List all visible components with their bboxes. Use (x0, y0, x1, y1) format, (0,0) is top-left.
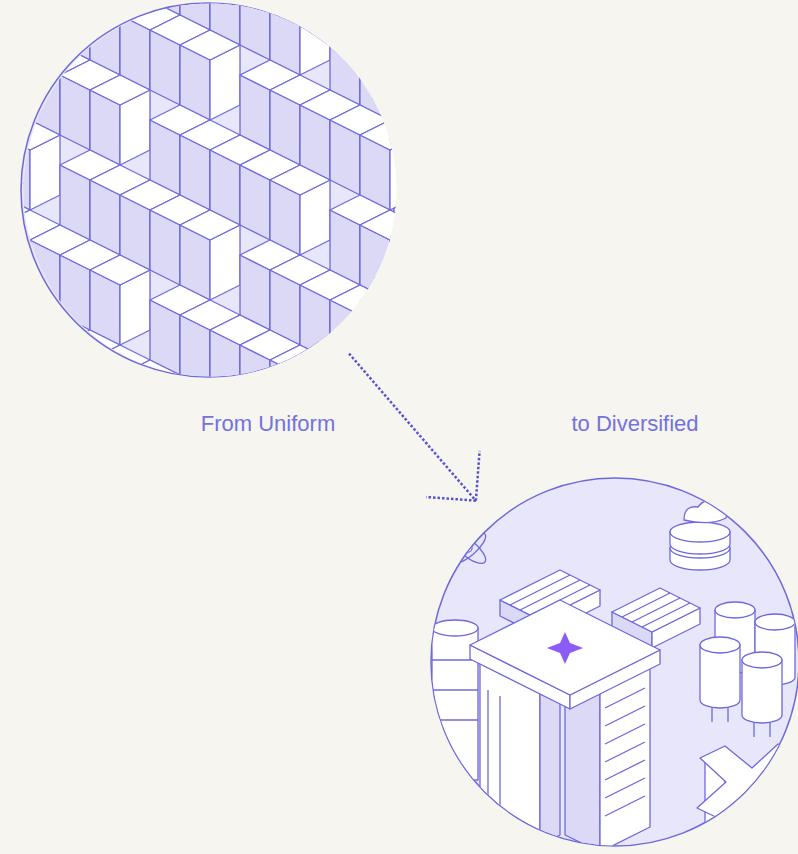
server-rack (330, 195, 510, 345)
arrow-shaft (349, 354, 476, 501)
server-rack (60, 150, 240, 300)
circle-shape (21, 3, 395, 377)
server-rack (0, 60, 60, 210)
illustration-circle: From Uniform (20, 2, 396, 378)
server-rack (0, 15, 150, 165)
server-rack (150, 0, 330, 75)
diversified-buildings (432, 501, 798, 852)
server-rack (60, 0, 240, 120)
small-rack (500, 570, 600, 636)
circle-caption: From Uniform (148, 410, 388, 438)
cylinder-building (432, 620, 478, 780)
circle-outline (430, 477, 798, 847)
arrow-head (476, 451, 480, 501)
cloud-database (670, 501, 730, 570)
server-rack (150, 105, 330, 255)
server-rack (240, 240, 420, 390)
uniform-racks (0, 0, 510, 480)
illustration-circle: to Diversified (430, 477, 798, 847)
storage-tanks (700, 602, 795, 737)
server-rack (330, 15, 510, 165)
circle-caption: to Diversified (515, 410, 755, 438)
x-building (697, 744, 798, 850)
server-rack (150, 285, 330, 435)
server-rack (0, 195, 150, 345)
circle-shape (431, 478, 798, 846)
circle-outline (20, 2, 396, 378)
dotted-arrow (349, 354, 480, 501)
server-rack (0, 240, 60, 390)
server-rack (60, 330, 240, 480)
star-symbol (547, 632, 583, 664)
server-tower (470, 600, 660, 852)
server-rack (240, 60, 420, 210)
atom-symbol (446, 528, 490, 569)
small-rack (612, 588, 700, 648)
arrow-head (426, 497, 476, 501)
